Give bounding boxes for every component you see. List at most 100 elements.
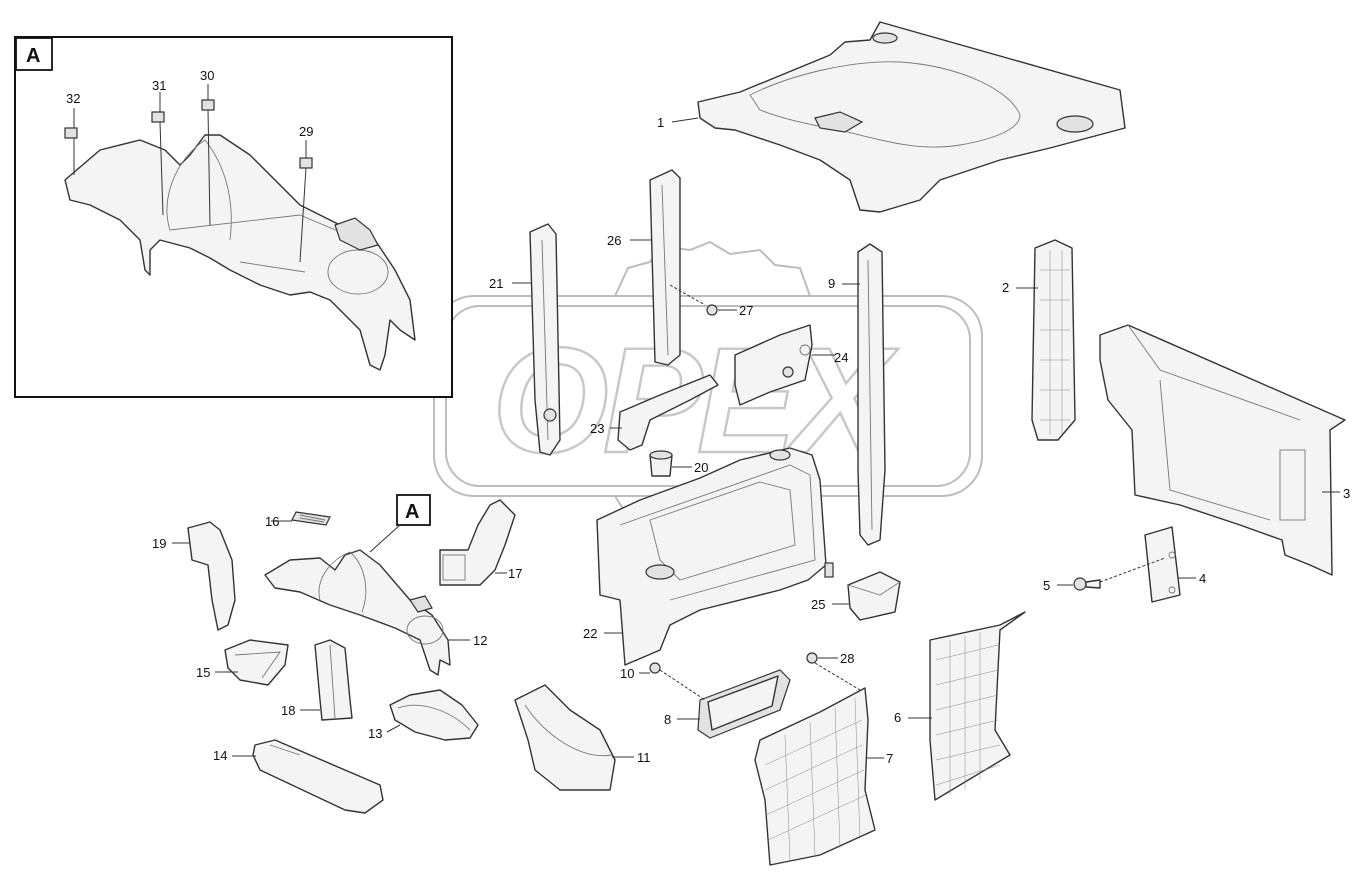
- label-21: 21: [489, 276, 503, 291]
- label-4: 4: [1199, 571, 1206, 586]
- side-panel-6-mesh: [935, 632, 1001, 795]
- label-32: 32: [66, 91, 80, 106]
- storage-bin-25: [847, 571, 901, 621]
- step-cover-14-notch: [269, 744, 301, 756]
- label-7: 7: [886, 751, 893, 766]
- part-22-console-tub: 22: [583, 447, 834, 666]
- part-24-switch-panel: 24: [734, 324, 848, 406]
- detail-dash-trim: [64, 134, 416, 371]
- rear-wall-top-fold: [1127, 324, 1301, 421]
- part-20-cup: 20: [649, 450, 708, 477]
- watermark-text: OPEX: [492, 316, 899, 484]
- air-duct-17: [439, 499, 516, 586]
- step-cover-14: [252, 739, 384, 814]
- label-25: 25: [811, 597, 825, 612]
- screw-27-head: [706, 304, 718, 316]
- corner-trim-11: [514, 684, 616, 791]
- part-26-center-pillar: 26: [607, 169, 681, 366]
- part-2-pillar-trim: 2: [1002, 239, 1076, 441]
- label-1: 1: [657, 115, 664, 130]
- label-18: 18: [281, 703, 295, 718]
- rear-wall-inner: [1159, 379, 1271, 521]
- opex-watermark: OPEX: [433, 240, 983, 552]
- rear-wall-window: [1279, 449, 1306, 521]
- console-tub-body: [596, 447, 827, 666]
- part-1-roof-panel: 1: [657, 21, 1126, 213]
- rear-wall-body: [1099, 324, 1346, 576]
- dash-trim-12-body: [264, 549, 451, 676]
- console-tub-cup: [645, 564, 675, 580]
- side-bracket-19: [187, 521, 236, 631]
- part-15-bracket: 15: [196, 639, 289, 686]
- label-13: 13: [368, 726, 382, 741]
- console-tub-cap: [769, 449, 791, 461]
- label-20: 20: [694, 460, 708, 475]
- detail-view-tag-box: [15, 37, 53, 71]
- part-13-small-hood: 13: [368, 689, 479, 741]
- part-5-screw: 5: [1043, 557, 1166, 593]
- label-5: 5: [1043, 578, 1050, 593]
- label-24: 24: [834, 350, 848, 365]
- side-panel-6: [929, 611, 1026, 801]
- switch-panel-24: [734, 324, 813, 406]
- pillar-trim-2-mesh: [1040, 250, 1070, 435]
- part-18-duct-box: 18: [281, 639, 353, 721]
- part-8-gasket-ring: 8: [664, 669, 791, 739]
- roof-panel-handle: [814, 111, 864, 133]
- part-25-storage-bin: 25: [811, 571, 901, 621]
- detail-dash-knob: [334, 217, 379, 251]
- label-22: 22: [583, 626, 597, 641]
- bracket-15-edge: [234, 651, 281, 679]
- part-6-side-mesh-panel: 6: [894, 611, 1026, 801]
- label-14: 14: [213, 748, 227, 763]
- label-27: 27: [739, 303, 753, 318]
- part-16-grille: 16: [265, 511, 331, 529]
- gasket-ring-inner: [707, 675, 779, 731]
- part-23-armrest-bracket: 23: [590, 374, 719, 451]
- detail-dash-hood: [166, 139, 232, 241]
- part-28-screw: 28: [806, 651, 861, 691]
- part-14-step-cover: 14: [213, 739, 384, 814]
- label-29: 29: [299, 124, 313, 139]
- screw-28-head: [806, 652, 818, 664]
- detail-view-tag: A: [26, 45, 40, 67]
- detail-clip-31: [151, 111, 165, 123]
- part-27-screw: 27: [669, 284, 753, 318]
- detail-view-a: A 32 31 30 29: [14, 36, 453, 398]
- part-11-corner-trim: 11: [514, 684, 651, 791]
- label-11: 11: [637, 750, 651, 765]
- label-8: 8: [664, 712, 671, 727]
- pillar-trim-9: [857, 243, 886, 546]
- part-9-long-pillar-trim: 9: [828, 243, 886, 546]
- storage-bin-25-rim: [847, 581, 901, 596]
- part-21-pillar: 21: [489, 223, 561, 456]
- roof-panel-dome: [1056, 115, 1094, 133]
- label-12: 12: [473, 633, 487, 648]
- label-31: 31: [152, 78, 166, 93]
- part-7-door-mesh-panel: 7: [754, 687, 893, 866]
- label-17: 17: [508, 566, 522, 581]
- pillar-21-knob: [543, 408, 557, 422]
- watermark-gear-top: [614, 240, 811, 297]
- dash-trim-12-vent: [406, 615, 444, 645]
- detail-clip-30: [201, 99, 215, 111]
- label-2: 2: [1002, 280, 1009, 295]
- label-28: 28: [840, 651, 854, 666]
- label-30: 30: [200, 68, 214, 83]
- bracket-15: [224, 639, 289, 686]
- label-10: 10: [620, 666, 634, 681]
- callout-tag-box: [396, 494, 431, 526]
- part-17-air-duct: 17: [439, 499, 522, 586]
- part-3-rear-wall-panel: 3: [1099, 324, 1350, 576]
- part-4-cover-plate: 4: [1144, 526, 1206, 603]
- callout-tag: A: [405, 501, 419, 523]
- dash-trim-12-knob: [409, 595, 433, 613]
- console-tub-well: [649, 481, 796, 581]
- part-10-bolt: 10: [620, 662, 706, 701]
- door-panel-7: [754, 687, 876, 866]
- duct-box-18: [314, 639, 353, 721]
- console-tub-clip: [824, 562, 834, 578]
- label-19: 19: [152, 536, 166, 551]
- detail-clip-29: [299, 157, 313, 169]
